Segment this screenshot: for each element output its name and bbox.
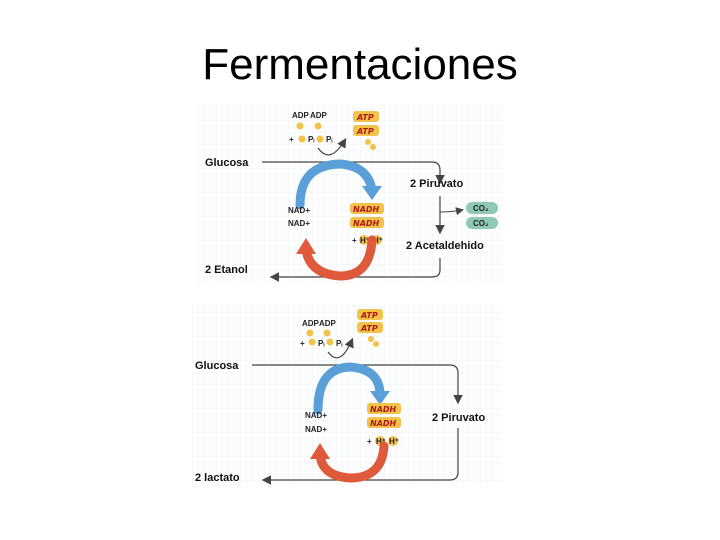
co2-label-1: CO₂ (473, 204, 489, 213)
atp-badge (357, 322, 383, 333)
final-product-label: 2 lactato (195, 472, 240, 484)
plus-sign: + (289, 135, 294, 144)
nad-label-1: NAD+ (305, 411, 327, 420)
atp-label-2: ATP (356, 127, 374, 136)
panel-background (197, 103, 503, 283)
nadh-label-2: NADH (370, 419, 397, 428)
phosphate-dot (323, 329, 331, 337)
nad-regeneration-arrowhead (296, 238, 316, 254)
pi-label-1: Pᵢ (308, 135, 314, 144)
pi-label-2: Pᵢ (326, 135, 332, 144)
final-product-label: 2 Etanol (205, 264, 248, 276)
atp-badge (357, 309, 383, 320)
glucose-to-pyruvate-arrow (262, 161, 445, 185)
co2-label-2: CO₂ (473, 219, 489, 228)
lactic-fermentation-panel: ADP ADP + Pᵢ Pᵢ ATP ATP Glucosa NAD+ NAD… (192, 303, 502, 485)
nadh-label-1: NADH (370, 405, 397, 414)
phosphate-dot (296, 122, 304, 130)
adp-label-2: ADP (319, 319, 337, 328)
adp-label-2: ADP (310, 111, 328, 120)
nadh-badge (350, 203, 384, 214)
nad-label-2: NAD+ (305, 425, 327, 434)
atp-label-1: ATP (360, 311, 378, 320)
phosphate-dot (373, 341, 379, 347)
glycolysis-arc-arrow (295, 159, 377, 210)
co2-bubble (466, 202, 498, 214)
nad-label-2: NAD+ (288, 219, 310, 228)
nadh-label-1: NADH (353, 205, 380, 214)
phosphate-dot (326, 338, 334, 346)
atp-label-2: ATP (360, 324, 378, 333)
nadh-badge (367, 403, 401, 414)
pi-label-1: Pᵢ (318, 339, 324, 348)
proton-dot (388, 436, 398, 446)
alcoholic-fermentation-panel: ADP ADP + Pᵢ Pᵢ ATP ATP Glucosa 2 Piruva… (197, 103, 503, 283)
pi-label-2: Pᵢ (336, 339, 342, 348)
h-plus-label-2: H⁺ (389, 437, 399, 446)
phosphate-dot (298, 135, 306, 143)
proton-dot (359, 235, 369, 245)
nadh-label-2: NADH (353, 219, 380, 228)
phosphate-dot (370, 144, 376, 150)
atp-badge (353, 125, 379, 136)
slide-title: Fermentaciones (202, 40, 518, 89)
glycolysis-arrowhead (362, 186, 382, 200)
plus-sign: + (352, 236, 357, 245)
panel-background (192, 303, 502, 485)
acetaldehyde-to-ethanol-arrow (269, 258, 441, 282)
co2-bubble (466, 217, 498, 229)
plus-sign: + (367, 437, 372, 446)
substrate-label: Glucosa (195, 360, 239, 372)
h-plus-label-1: H⁺ (376, 437, 386, 446)
pyruvate-to-lactate-arrow (261, 428, 459, 485)
atp-formation-arrow (327, 337, 354, 359)
phosphate-dot (368, 336, 374, 342)
phosphate-dot (308, 338, 316, 346)
h-plus-label-2: H⁺ (373, 236, 383, 245)
nadh-badge (367, 417, 401, 428)
nad-label-1: NAD+ (288, 206, 310, 215)
phosphate-dot (365, 139, 371, 145)
glycolysis-arc-arrow (313, 362, 385, 415)
nadh-badge (350, 217, 384, 228)
co2-release-arrow (439, 207, 464, 216)
atp-label-1: ATP (356, 113, 374, 122)
nad-regeneration-arrowhead (310, 443, 330, 459)
adp-label-1: ADP (302, 319, 320, 328)
phosphate-dot (314, 122, 322, 130)
nad-regeneration-arc-arrow (315, 441, 389, 483)
pyruvate-label: 2 Piruvato (432, 412, 485, 424)
phosphate-dot (306, 329, 314, 337)
atp-formation-arrow (317, 137, 347, 156)
h-plus-label-1: H⁺ (360, 236, 370, 245)
nad-regeneration-arc-arrow (301, 235, 377, 281)
phosphate-dot (316, 135, 324, 143)
atp-badge (353, 111, 379, 122)
plus-sign: + (300, 339, 305, 348)
adp-label-1: ADP (292, 111, 310, 120)
glucose-to-pyruvate-arrow (252, 364, 463, 405)
glycolysis-arrowhead (370, 391, 390, 405)
pyruvate-label: 2 Piruvato (410, 178, 463, 190)
substrate-label: Glucosa (205, 157, 249, 169)
acetaldehyde-label: 2 Acetaldehido (406, 240, 484, 252)
